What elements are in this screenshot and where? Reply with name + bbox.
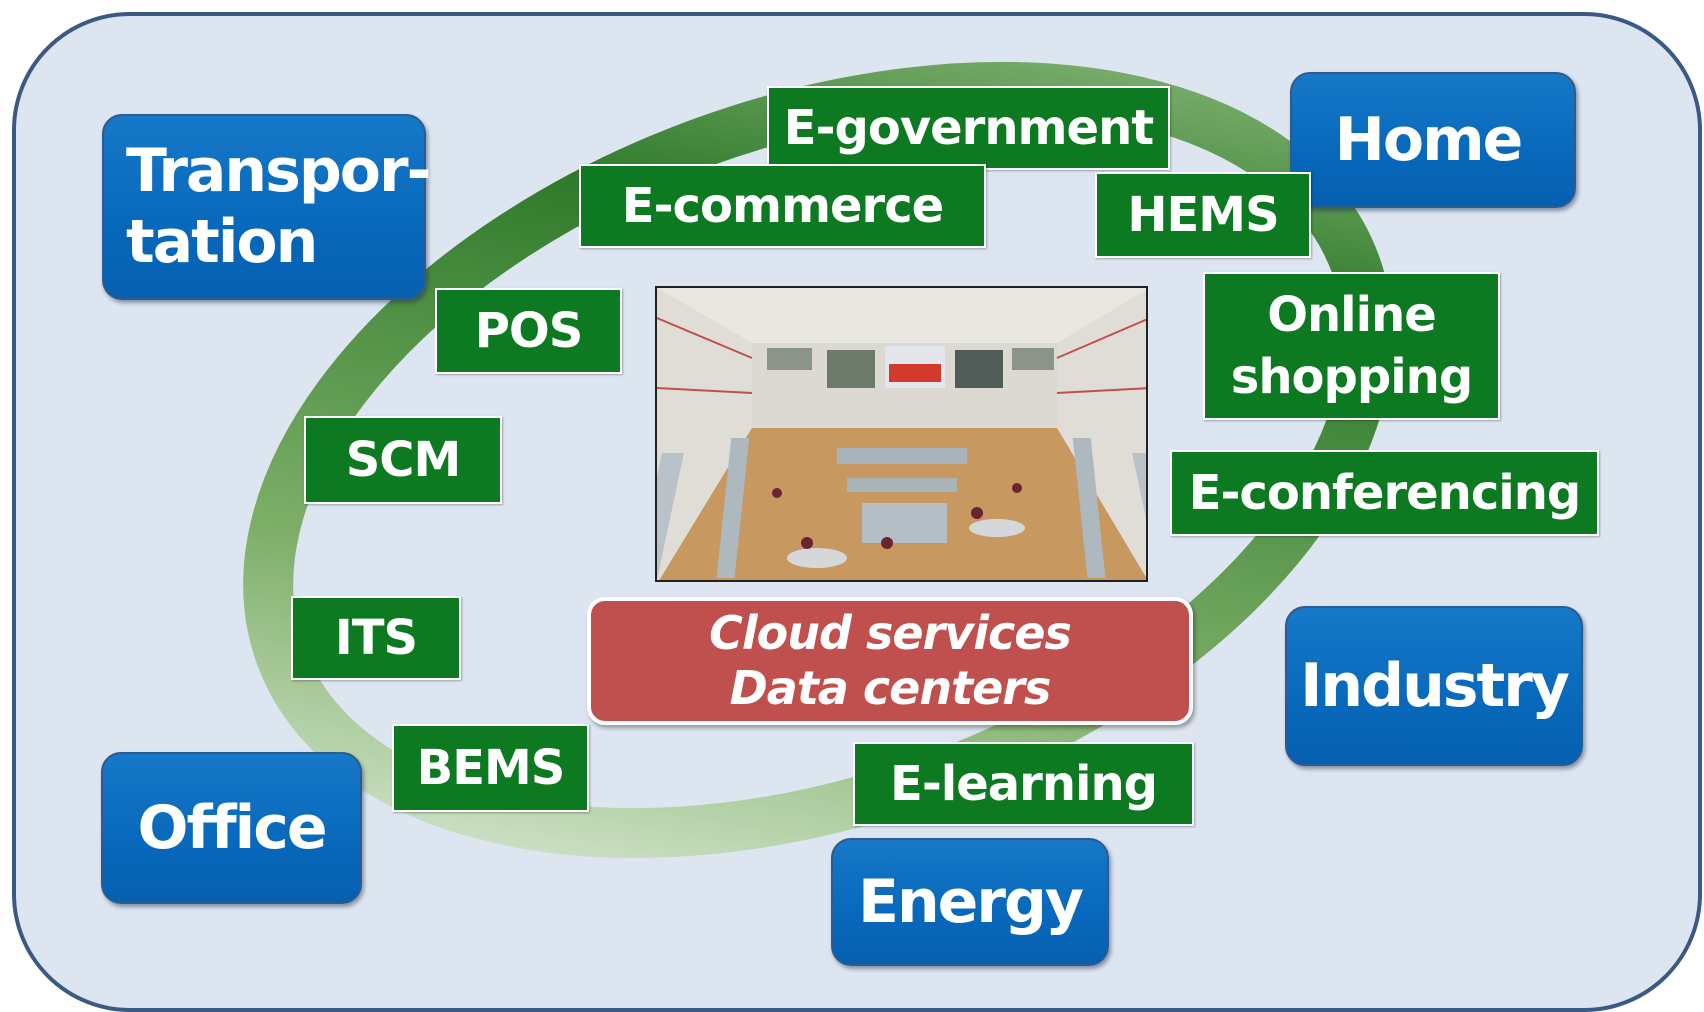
category-energy: Energy xyxy=(831,838,1109,966)
application-pos: POS xyxy=(435,288,622,374)
category-home: Home xyxy=(1290,72,1576,208)
category-office: Office xyxy=(101,752,362,904)
application-e-government: E-government xyxy=(767,86,1170,170)
application-bems: BEMS xyxy=(392,724,589,812)
application-e-commerce: E-commerce xyxy=(579,164,986,248)
cloud-services-label: Cloud services xyxy=(709,605,1072,660)
application-hems: HEMS xyxy=(1095,172,1311,258)
cloud-services-box: Cloud services Data centers xyxy=(587,597,1193,725)
category-transportation: Transpor- tation xyxy=(102,114,432,300)
category-industry: Industry xyxy=(1285,606,1583,766)
application-online-shopping: Online shopping xyxy=(1203,272,1500,420)
application-scm: SCM xyxy=(304,416,502,504)
control-room-photo xyxy=(655,286,1148,582)
application-e-learning: E-learning xyxy=(853,742,1194,826)
application-e-conferencing: E-conferencing xyxy=(1170,450,1599,536)
application-its: ITS xyxy=(291,596,461,680)
data-centers-label: Data centers xyxy=(729,661,1052,715)
